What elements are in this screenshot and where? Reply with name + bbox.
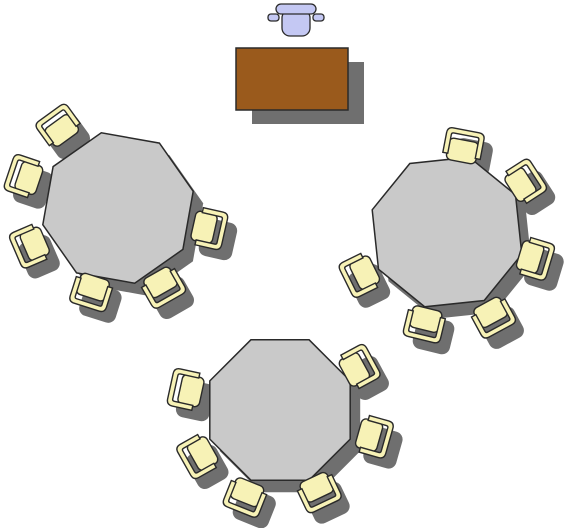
chair-back — [470, 297, 517, 339]
chair — [69, 272, 114, 313]
chair — [222, 477, 268, 518]
chair-back — [176, 433, 218, 480]
chair — [3, 153, 44, 199]
teacher-chair-backrest — [275, 3, 317, 15]
table-group-bottom — [166, 339, 403, 528]
chair — [504, 158, 548, 205]
chair — [338, 343, 381, 390]
octagon-table — [209, 339, 351, 481]
chair-back — [8, 223, 48, 269]
table-group-right — [338, 127, 564, 355]
teacher-desk-group — [235, 3, 364, 124]
chair-back — [140, 267, 187, 309]
chair-back — [3, 153, 41, 199]
chair-back — [69, 275, 114, 313]
chair — [35, 103, 82, 147]
chair-back — [442, 127, 485, 161]
chair — [470, 296, 517, 339]
chair — [296, 471, 342, 514]
chair-back — [358, 414, 394, 459]
chair-back — [338, 252, 379, 298]
table-group-top-left — [3, 103, 238, 323]
octagon-table — [371, 156, 523, 308]
teacher-chair-armrest-right — [312, 13, 325, 22]
teacher-desk — [235, 47, 349, 111]
chair-back — [166, 367, 201, 412]
chair-back — [35, 103, 82, 147]
chair — [354, 414, 394, 459]
chair — [140, 266, 187, 309]
chair — [402, 305, 447, 344]
chair-back — [296, 473, 342, 514]
chair — [190, 206, 229, 251]
chair — [442, 127, 485, 165]
chair-back — [402, 308, 447, 344]
chair — [515, 236, 556, 281]
chair-back — [339, 343, 381, 390]
chair — [166, 367, 205, 412]
octagon-table — [42, 132, 194, 284]
chair-back — [505, 158, 548, 205]
chair-back — [518, 236, 556, 281]
chair-back — [222, 479, 268, 518]
chair — [176, 433, 219, 480]
chair — [338, 252, 381, 298]
chair — [8, 223, 50, 269]
teacher-chair — [267, 3, 325, 37]
teacher-chair-armrest-left — [267, 13, 280, 22]
chair-back — [194, 206, 229, 251]
